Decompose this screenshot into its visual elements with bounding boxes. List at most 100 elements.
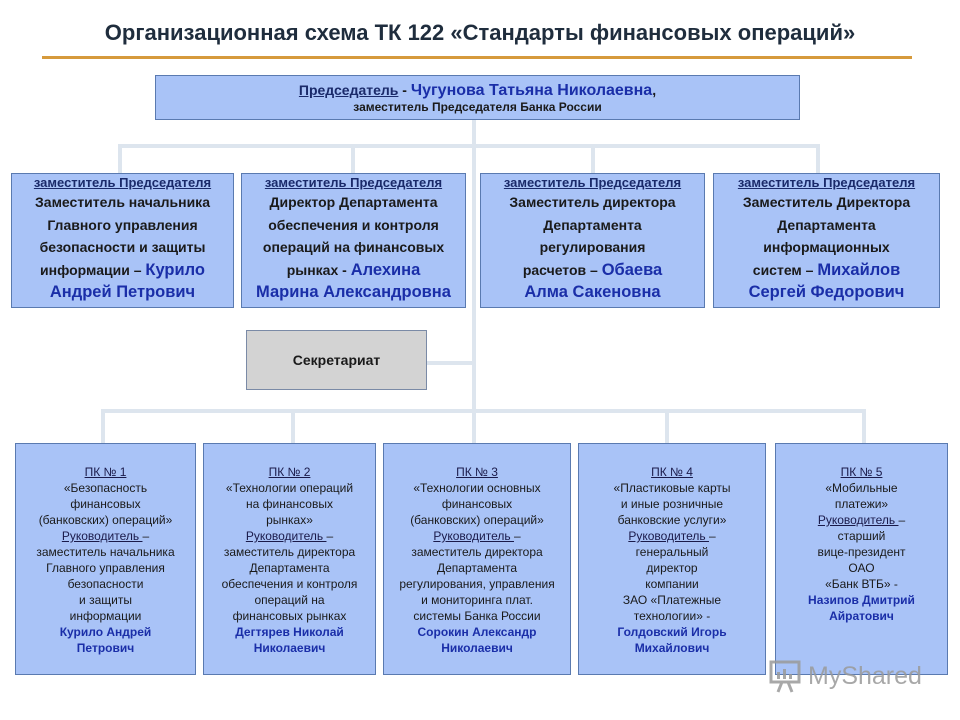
person-name: Обаева [601,260,663,279]
role-label: Руководитель [433,529,514,543]
box-text: финансовых [441,497,513,511]
box-text: операций на финансовых [262,239,445,255]
box-line: «Банк ВТБ» - [776,576,947,592]
box-line: «Технологии основных [384,480,570,496]
box-line: Председатель - Чугунова Татьяна Николаев… [156,82,799,100]
box-text: (банковских) операций» [38,513,173,527]
box-text: информации [69,609,142,623]
person-name: Дегтярев Николай [235,625,344,639]
person-name: Михайлов [817,260,901,279]
box-line: «Пластиковые карты [579,480,765,496]
person-name: Айратович [829,609,894,623]
connector [351,144,355,173]
box-text: информации – [40,261,146,278]
box-text: ОАО [848,561,875,575]
box-line: Руководитель – [579,528,765,544]
box-line: заместитель Председателя Банка России [156,100,799,114]
box-line: Директор Департамента [242,191,465,214]
role-label: ПК № 1 [84,465,127,479]
box-line: безопасности [16,576,195,592]
box-line: информации [16,608,195,624]
box-line: Департамента [384,560,570,576]
page-title: Организационная схема ТК 122 «Стандарты … [104,20,856,45]
chairman-box: Председатель - Чугунова Татьяна Николаев… [155,75,800,120]
box-text: Заместитель начальника [35,194,210,210]
box-text: заместитель директора [223,545,356,559]
box-line: расчетов – Обаева [481,259,704,282]
role-label: ПК № 3 [456,465,498,479]
box-line: операций на финансовых [242,236,465,259]
box-line: ПК № 1 [16,464,195,480]
box-line: (банковских) операций» [384,512,570,528]
box-line: Руководитель – [384,528,570,544]
box-text: (банковских) операций» [410,513,544,527]
box-line: технологии» - [579,608,765,624]
box-text: , [652,81,657,98]
box-text: и иные розничные [620,497,724,511]
box-line: заместитель Председателя [714,174,939,191]
box-line: ПК № 2 [204,464,375,480]
connector [118,144,122,173]
box-line: заместитель начальника [16,544,195,560]
box-line: «Мобильные [776,480,947,496]
box-text: информационных [763,239,890,255]
box-line: банковские услуги» [579,512,765,528]
box-line: заместитель директора [204,544,375,560]
box-text: системы Банка России [413,609,541,623]
box-line: Петрович [16,640,195,656]
person-name: Голдовский Игорь [617,625,727,639]
box-text: обеспечения и контроля [268,216,439,233]
box-line: Руководитель – [776,512,947,528]
connector [665,409,669,443]
box-text: безопасности [67,577,144,591]
box-text: регулирования [539,239,646,255]
box-text: расчетов – [522,261,602,278]
title-underline [42,56,912,59]
box-text: заместитель начальника [36,545,175,559]
role-label: заместитель Председателя [737,175,916,190]
box-line: и защиты [16,592,195,608]
box-text: «Технологии операций [225,481,354,495]
box-line: системы Банка России [384,608,570,624]
role-label: Председатель [298,81,399,98]
box-line: Руководитель – [16,528,195,544]
box-text: Департамента [436,561,517,575]
role-label: заместитель Председателя [503,175,682,190]
secretariat-box: Секретариат [246,330,427,390]
box-line: Николаевич [384,640,570,656]
box-line: операций на [204,592,375,608]
box-text: Департамента [777,216,876,233]
box-line: на финансовых [204,496,375,512]
box-line: генеральный [579,544,765,560]
box-line: Дегтярев Николай [204,624,375,640]
box-text: платежи» [834,497,889,511]
role-label: Руководитель [628,529,709,543]
box-line: заместитель Председателя [242,174,465,191]
connector [118,144,820,148]
person-name: Михайлович [634,641,710,655]
box-text: вице-президент [817,545,906,559]
box-line: заместитель Председателя [481,174,704,191]
box-line: финансовых [16,496,195,512]
box-line: заместитель директора [384,544,570,560]
box-line: информации – Курило [12,259,233,282]
box-line: Главного управления [12,214,233,237]
box-line: старший [776,528,947,544]
watermark-text: MyShared [808,661,922,690]
box-line: Заместитель начальника [12,191,233,214]
box-line: ПК № 5 [776,464,947,480]
box-text: – [898,513,906,527]
box-text: – [708,529,716,543]
box-line: Назипов Дмитрий [776,592,947,608]
box-text: заместитель Председателя Банка России [353,99,602,114]
connector [472,120,476,443]
box-line: Михайлович [579,640,765,656]
person-name: Андрей Петрович [49,283,196,301]
box-line: Марина Александровна [242,281,465,304]
box-line: ПК № 3 [384,464,570,480]
box-text: Заместитель Директора [742,194,911,210]
